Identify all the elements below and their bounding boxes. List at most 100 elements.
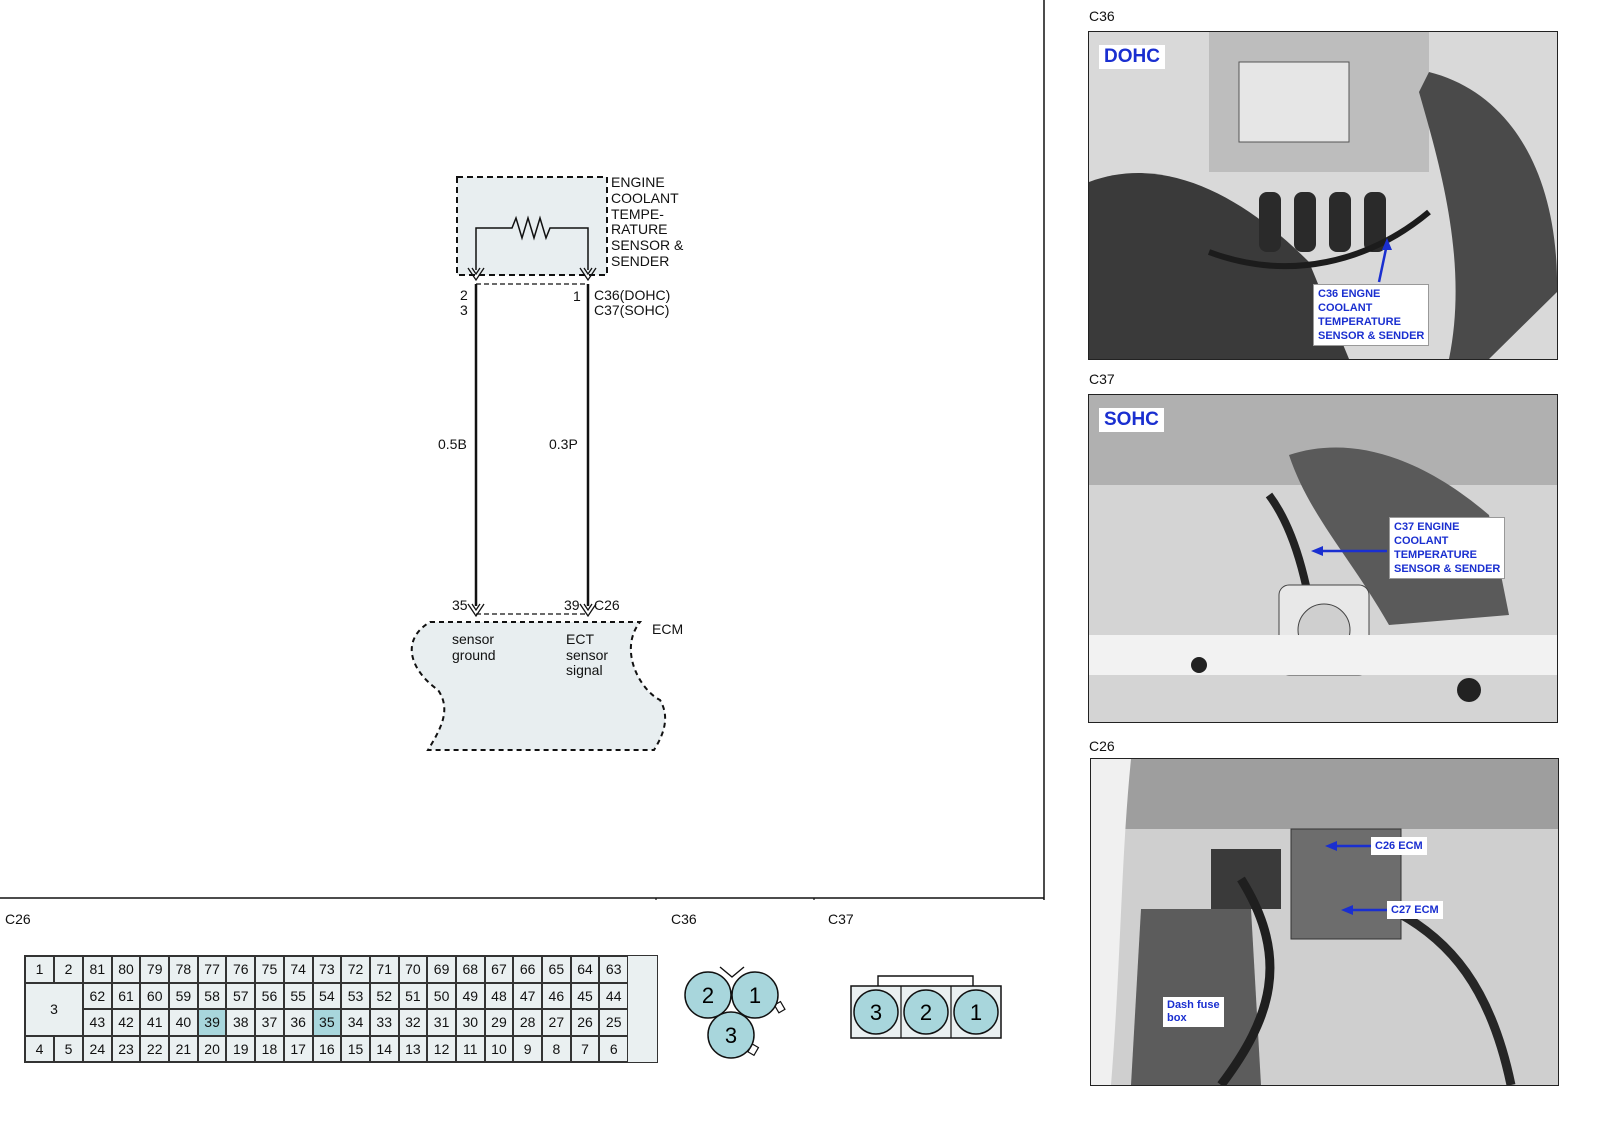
ecm-func-left: sensor ground	[452, 631, 496, 663]
pin-cell: 20	[197, 1035, 227, 1062]
connector-arrow-right	[579, 267, 597, 282]
pin-cell: 58	[197, 982, 227, 1009]
photo-c36-title: C36	[1089, 8, 1115, 24]
pin-cell: 5	[54, 1035, 83, 1062]
pin-cell: 48	[484, 982, 514, 1009]
c37-pin-label: 2	[920, 1000, 932, 1025]
pin-cell: 80	[111, 956, 141, 983]
pin-cell: 64	[570, 956, 600, 983]
photo-callout-c36: C36 ENGNE COOLANT TEMPERATURE SENSOR & S…	[1313, 284, 1430, 346]
pin-cell: 42	[111, 1009, 141, 1036]
c37-pin-1	[953, 989, 999, 1035]
connector-arrow-left	[467, 267, 485, 282]
wiring-schematic	[0, 0, 1045, 900]
pin-cell: 10	[484, 1035, 514, 1062]
pin-cell: 18	[255, 1035, 284, 1062]
ecm-photo	[1091, 759, 1558, 1085]
c26-title: C26	[5, 911, 31, 927]
pin-cell: 32	[398, 1009, 428, 1036]
ecm-label: ECM	[652, 621, 684, 637]
ecm-func-line: ECT	[566, 631, 594, 647]
photo-c26: C26 ECM C27 ECM Dash fuse box	[1090, 758, 1559, 1086]
pin-cell: 2	[54, 956, 83, 983]
ecm-connector-label: C26	[594, 597, 620, 613]
photo-tag-dohc: DOHC	[1099, 45, 1165, 69]
pin-cell: 39	[197, 1009, 227, 1036]
pin-cell: 31	[427, 1009, 456, 1036]
ecm-box	[410, 621, 666, 751]
pin-cell: 59	[169, 982, 198, 1009]
connector-pin-left: 2 3	[460, 288, 468, 318]
pin-cell: 17	[283, 1035, 313, 1062]
pin-cell: 46	[542, 982, 571, 1009]
c36-connector: 2 1 3	[684, 966, 786, 1059]
pin-number: 3	[460, 302, 468, 318]
ecm-pin-right: 39	[564, 597, 580, 613]
pin-cell: 4	[25, 1035, 54, 1062]
pin-cell: 65	[542, 956, 571, 983]
c37-key	[877, 975, 974, 986]
pin-cell: 66	[513, 956, 542, 983]
sensor-label-line: ENGINE	[611, 174, 665, 190]
pin-cell: 49	[455, 982, 485, 1009]
pin-cell: 41	[140, 1009, 170, 1036]
pin-cell: 79	[140, 956, 170, 983]
connector-id: C37(SOHC)	[594, 302, 670, 318]
pin-cell: 22	[140, 1035, 170, 1062]
pin-cell: 67	[484, 956, 514, 983]
pin-cell: 50	[427, 982, 456, 1009]
c37-pin-label: 1	[970, 1000, 982, 1025]
wire-left-label: 0.5B	[438, 436, 467, 452]
sensor-label-line: SENDER	[611, 252, 670, 269]
c37-pin-label: 3	[870, 1000, 882, 1025]
pin-cell: 36	[283, 1009, 313, 1036]
pin-cell: 62	[83, 982, 112, 1009]
sensor-label: ENGINE COOLANT TEMPE- RATURE SENSOR & SE…	[611, 174, 684, 270]
c36-latch	[773, 1000, 786, 1014]
pin-cell: 14	[369, 1035, 399, 1062]
photo-callout-dash-fuse: Dash fuse box	[1163, 997, 1224, 1027]
connector-ids: C36(DOHC) C37(SOHC)	[594, 288, 670, 318]
pin-cell: 68	[455, 956, 485, 983]
pin-cell: 55	[283, 982, 313, 1009]
pin-cell: 12	[427, 1035, 456, 1062]
pin-cell: 40	[169, 1009, 198, 1036]
ecm-arrow-right	[579, 603, 597, 618]
pin-cell: 6	[599, 1035, 629, 1062]
pin-cell: 77	[197, 956, 227, 983]
pin-cell: 57	[226, 982, 256, 1009]
wire-right-label: 0.3P	[549, 436, 578, 452]
pin-cell: 30	[455, 1009, 485, 1036]
pin-cell: 47	[513, 982, 542, 1009]
c37-pin-2	[903, 989, 949, 1035]
pin-cell: 34	[341, 1009, 370, 1036]
pin-cell: 63	[599, 956, 629, 983]
photo-c26-title: C26	[1089, 738, 1115, 754]
pin-cell: 29	[484, 1009, 514, 1036]
c36-key	[719, 966, 745, 978]
sensor-label-line: COOLANT	[611, 189, 679, 206]
sensor-box	[456, 176, 608, 276]
pin-cell: 11	[455, 1035, 485, 1062]
pin-cell: 45	[570, 982, 600, 1009]
ecm-func-line: sensor	[452, 631, 495, 647]
ecm-func-line: signal	[566, 662, 603, 678]
sensor-label-line: SENSOR &	[611, 237, 684, 254]
pin-cell: 43	[83, 1009, 112, 1036]
resistor-symbol	[475, 215, 589, 270]
sensor-label-line: RATURE	[611, 221, 668, 238]
pin-cell: 74	[283, 956, 313, 983]
pin-cell: 8	[542, 1035, 571, 1062]
pin-cell: 7	[570, 1035, 600, 1062]
c36-pin-label: 1	[749, 983, 761, 1008]
pin-cell: 72	[341, 956, 370, 983]
pin-cell: 71	[369, 956, 399, 983]
pin-cell: 60	[140, 982, 170, 1009]
pin-cell: 21	[169, 1035, 198, 1062]
pin-cell: 70	[398, 956, 428, 983]
pin-cell: 78	[169, 956, 198, 983]
c36-pin-3	[707, 1011, 755, 1059]
pin-cell: 37	[255, 1009, 284, 1036]
pin-cell: 9	[513, 1035, 542, 1062]
